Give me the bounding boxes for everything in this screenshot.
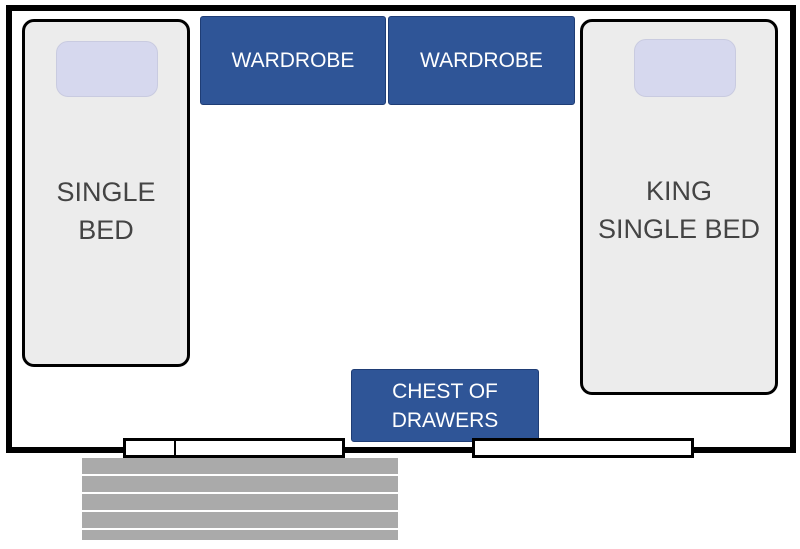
king-single-bed: KING SINGLE BED	[580, 19, 778, 395]
king-single-bed-label: KING SINGLE BED	[583, 172, 775, 248]
entry-steps	[82, 458, 398, 540]
chest-label-line-2: DRAWERS	[391, 408, 499, 432]
single-bed-label: SINGLE BED	[25, 173, 187, 249]
wardrobe-right: WARDROBE	[388, 16, 575, 105]
wardrobe-left-label: WARDROBE	[231, 48, 355, 72]
chest-label-line-1: CHEST OF	[392, 379, 498, 403]
wardrobe-left: WARDROBE	[200, 16, 386, 105]
door-right	[472, 438, 694, 458]
king-single-bed-pillow	[634, 39, 736, 97]
door-left	[123, 438, 345, 458]
chest-of-drawers: CHEST OF DRAWERS	[351, 369, 539, 442]
door-left-divider	[174, 441, 176, 455]
single-bed-pillow	[56, 41, 158, 97]
king-single-bed-label-line-1: KING	[645, 176, 712, 206]
king-single-bed-label-line-2: SINGLE BED	[597, 214, 761, 244]
single-bed: SINGLE BED	[22, 19, 190, 367]
wardrobe-right-label: WARDROBE	[420, 48, 543, 72]
single-bed-label-line-2: BED	[78, 215, 134, 245]
single-bed-label-line-1: SINGLE	[56, 177, 156, 207]
